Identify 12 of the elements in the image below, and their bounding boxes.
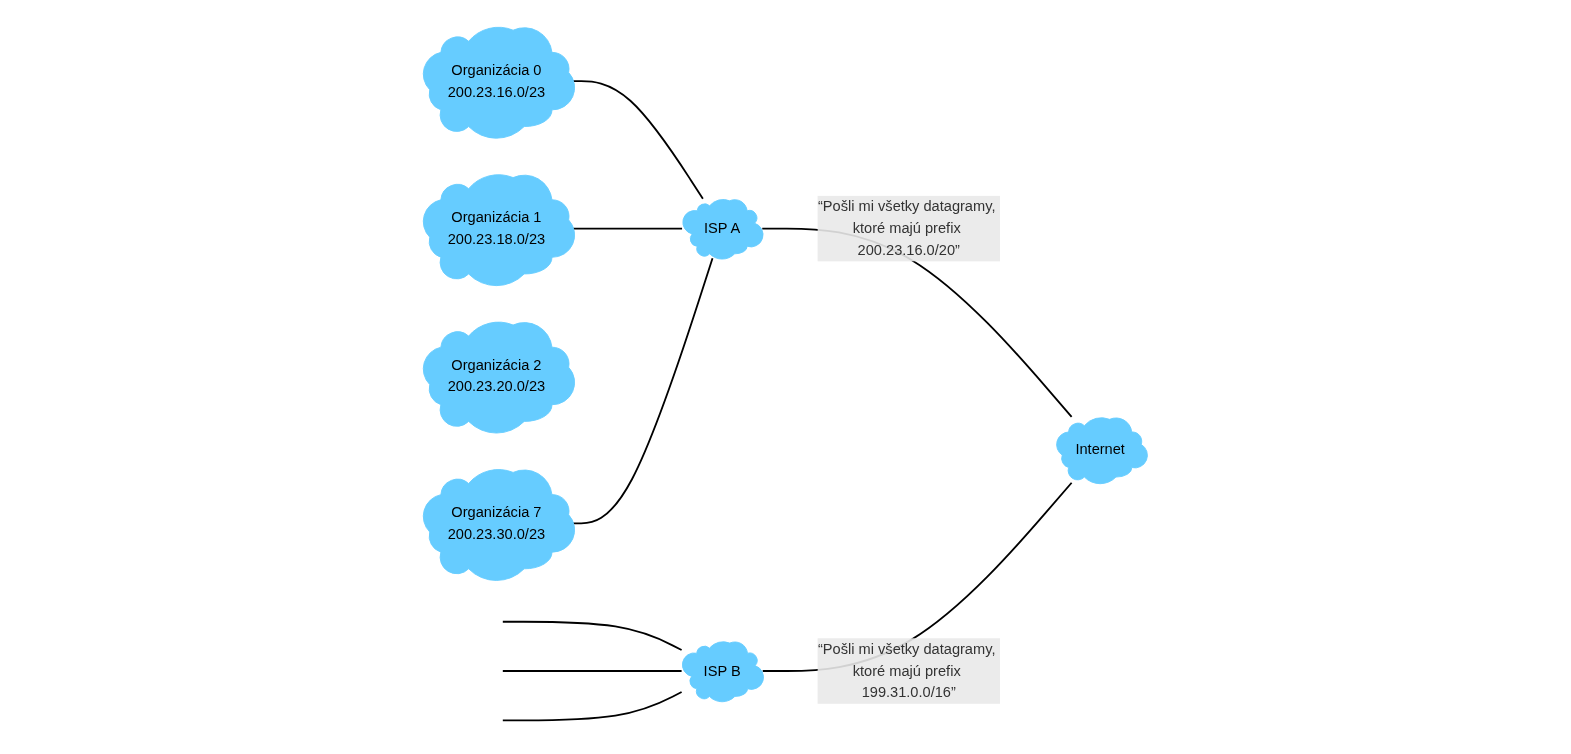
edge-label: “Pošli mi všetky datagramy, ktoré majú prefix 199.31.0.0/16” (817, 638, 1001, 704)
connection-line (502, 670, 683, 672)
network-cloud: Organizácia 1 200.23.18.0/23 (423, 174, 576, 286)
network-cloud: Organizácia 2 200.23.20.0/23 (423, 321, 576, 434)
network-cloud: ISP A (682, 199, 764, 260)
connection-line (502, 691, 683, 722)
connection-line (502, 620, 683, 651)
network-cloud: ISP B (682, 641, 765, 703)
network-cloud: Organizácia 7 200.23.30.0/23 (423, 469, 576, 581)
network-cloud: Internet (1056, 417, 1148, 485)
edge-label: “Pošli mi všetky datagramy, ktoré majú prefix 200.23.16.0/20” (817, 195, 1001, 262)
network-cloud: Organizácia 0 200.23.16.0/23 (423, 26, 576, 139)
